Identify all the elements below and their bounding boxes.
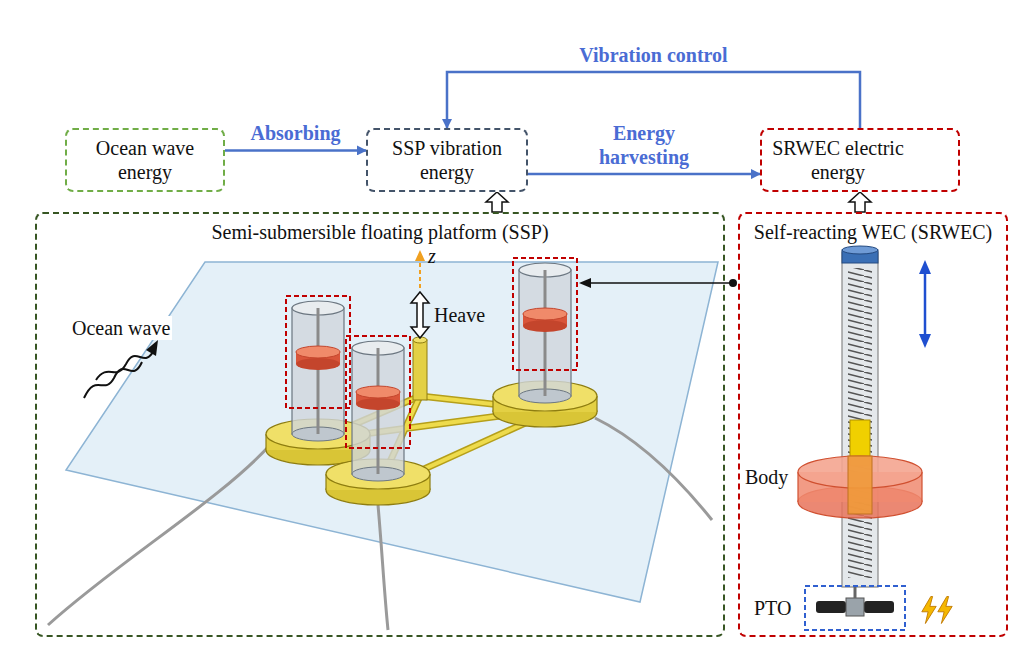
electric-icon xyxy=(914,143,952,624)
mooring-lines xyxy=(595,418,712,520)
heave-arrow xyxy=(411,292,429,338)
flow-arrow xyxy=(528,173,760,176)
motion-arrow xyxy=(919,260,931,274)
panel-heading: Self-reacting WEC (SRWEC) xyxy=(746,220,1000,244)
platform-column xyxy=(493,258,597,427)
wec-device xyxy=(848,456,872,514)
pto-unit xyxy=(805,586,905,630)
hollow-arrow xyxy=(849,192,871,212)
wec-device xyxy=(842,252,878,587)
wave-icon xyxy=(84,340,158,398)
wec-device xyxy=(921,472,922,502)
pointer-arrow xyxy=(590,282,733,284)
hollow-arrow xyxy=(486,192,508,212)
pointer-arrow xyxy=(579,278,737,288)
panel-heading: Semi-submersible floating platform (SSP) xyxy=(43,220,717,244)
mooring-lines xyxy=(378,505,388,630)
z-axis xyxy=(419,260,421,288)
flow-arrow xyxy=(225,149,366,152)
part-label: Body xyxy=(745,465,788,489)
water-surface xyxy=(66,262,718,602)
part-label: PTO xyxy=(754,596,791,620)
motion-label: Heave xyxy=(434,303,485,327)
platform-panel: Semi-submersible floating platform (SSP) xyxy=(35,212,725,637)
process-box: SSP vibration energy xyxy=(366,128,528,192)
pto-unit xyxy=(816,601,846,613)
z-axis xyxy=(415,250,425,288)
center-column xyxy=(413,340,427,400)
electric-icon xyxy=(938,597,952,624)
mooring-lines xyxy=(48,445,270,625)
pointer-arrow xyxy=(579,278,591,288)
box-text: Ocean wave energy xyxy=(75,136,215,184)
motion-arrow xyxy=(924,272,927,336)
pto-unit xyxy=(846,598,864,616)
motion-arrow xyxy=(919,334,931,348)
heave-arrow xyxy=(411,292,429,338)
electric-icon xyxy=(922,597,936,624)
z-axis xyxy=(415,250,425,261)
wave-icon xyxy=(96,350,154,380)
wave-icon xyxy=(84,362,142,398)
box-text: SRWEC electric energy xyxy=(770,136,906,184)
wave-label: Ocean wave xyxy=(70,316,172,340)
pto-unit xyxy=(805,586,905,630)
platform-column xyxy=(326,336,430,505)
platform-column xyxy=(326,336,430,505)
pto-unit xyxy=(864,601,894,613)
wec-device xyxy=(797,472,798,502)
wec-device xyxy=(848,268,872,578)
wec-device xyxy=(798,246,922,587)
box-text: SSP vibration energy xyxy=(376,136,518,184)
wave-icon xyxy=(146,340,158,356)
pto-unit xyxy=(854,587,857,598)
water-surface xyxy=(66,262,718,602)
axis-label: z xyxy=(428,244,436,268)
source-box: Ocean wave energy xyxy=(65,128,225,192)
edge-label: Energy harvesting xyxy=(590,121,698,169)
edge-label: Vibration control xyxy=(577,43,729,67)
edge-label: Absorbing xyxy=(248,121,342,145)
center-column xyxy=(413,337,427,400)
pointer-arrow xyxy=(729,279,737,287)
converter-panel: Self-reacting WEC (SRWEC) xyxy=(738,212,1008,637)
flow-arrow xyxy=(447,72,860,128)
output-box: SRWEC electric energy xyxy=(760,128,960,192)
platform-column xyxy=(493,258,597,427)
motion-arrow xyxy=(919,260,931,348)
wec-device xyxy=(842,246,878,254)
